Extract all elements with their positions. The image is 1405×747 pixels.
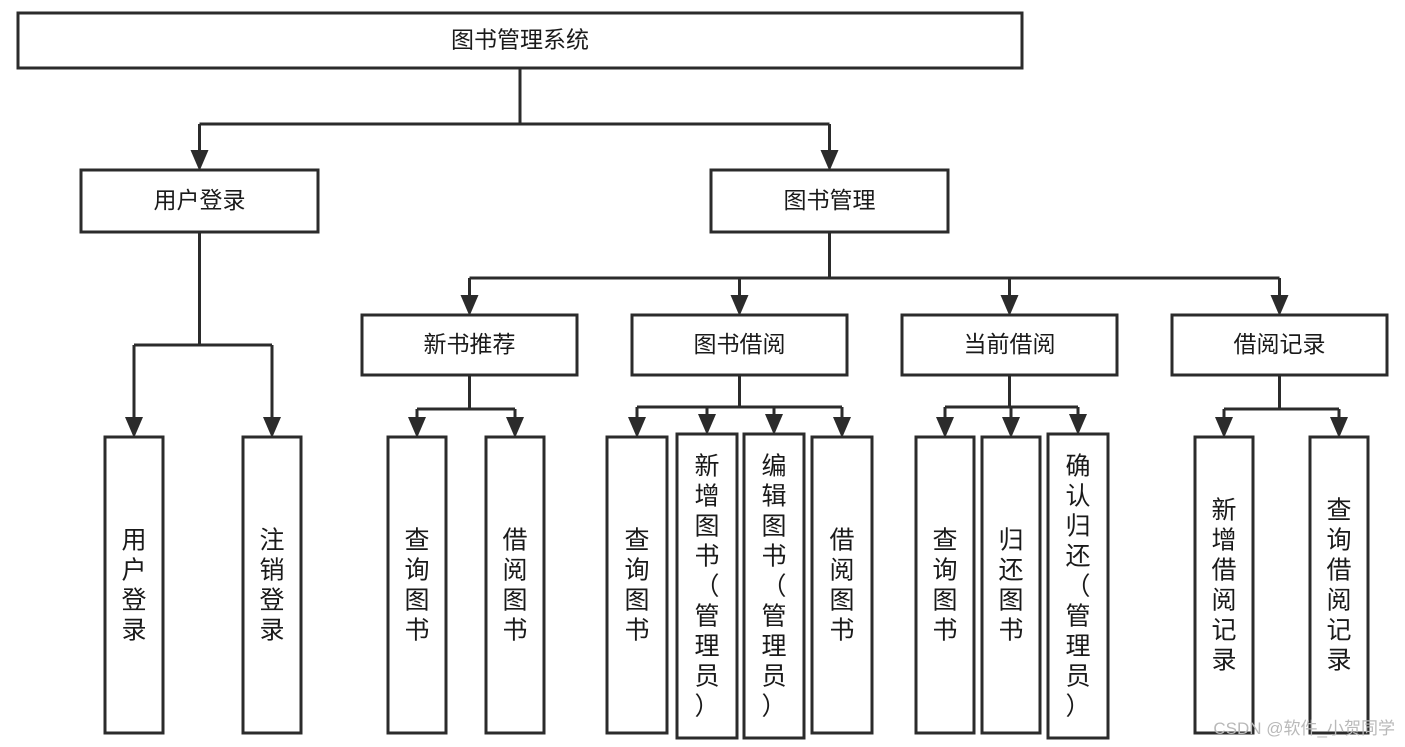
node-box	[1046, 432, 1110, 740]
node-label: 借阅记录	[1234, 331, 1326, 357]
node-box	[810, 435, 874, 735]
edge-arrowhead	[1215, 417, 1233, 438]
node-l_confirm_return[interactable]: 确认归还（管理员）	[1046, 432, 1110, 740]
node-label: 查询图书	[404, 526, 429, 644]
node-box	[1193, 435, 1255, 735]
node-l_add_record[interactable]: 新增借阅记录	[1193, 435, 1255, 735]
node-label: 图书借阅	[694, 331, 786, 357]
node-box	[914, 435, 976, 735]
node-label: 用户登录	[154, 187, 246, 213]
node-label: 查询借阅记录	[1326, 496, 1351, 674]
node-box	[742, 432, 806, 740]
node-label: 编辑图书（管理员）	[761, 452, 786, 720]
edge-arrowhead	[698, 414, 716, 435]
edge-arrowhead	[506, 417, 524, 438]
node-label: 借阅图书	[502, 526, 527, 644]
node-box	[980, 435, 1042, 735]
node-label: 注销登录	[259, 526, 284, 644]
node-l_logout[interactable]: 注销登录	[241, 435, 303, 735]
edge-arrowhead	[190, 150, 209, 171]
edges-layer	[125, 68, 1348, 438]
node-l_query_record[interactable]: 查询借阅记录	[1308, 435, 1370, 735]
node-root[interactable]: 图书管理系统	[16, 11, 1024, 70]
node-label: 新书推荐	[424, 331, 516, 357]
node-label: 图书管理	[784, 187, 876, 213]
edge-arrowhead	[936, 417, 954, 438]
node-l_return_book[interactable]: 归还图书	[980, 435, 1042, 735]
node-box	[709, 168, 950, 234]
edge-arrowhead	[820, 150, 839, 171]
node-label: 图书管理系统	[451, 27, 589, 53]
node-n_record[interactable]: 借阅记录	[1170, 313, 1389, 377]
node-l_query_book_2[interactable]: 查询图书	[605, 435, 669, 735]
node-l_query_book_1[interactable]: 查询图书	[386, 435, 448, 735]
node-label: 用户登录	[121, 526, 146, 644]
node-label: 新增借阅记录	[1211, 496, 1236, 674]
edge-arrowhead	[1002, 417, 1020, 438]
edge-arrowhead	[1000, 295, 1019, 316]
node-l_edit_book[interactable]: 编辑图书（管理员）	[742, 432, 806, 740]
edge-arrowhead	[1270, 295, 1289, 316]
node-l_user_login[interactable]: 用户登录	[103, 435, 165, 735]
node-n_new_book[interactable]: 新书推荐	[360, 313, 579, 377]
node-n_current[interactable]: 当前借阅	[900, 313, 1119, 377]
edge-arrowhead	[765, 414, 783, 435]
node-label: 归还图书	[998, 526, 1023, 644]
node-n_user_login[interactable]: 用户登录	[79, 168, 320, 234]
node-label: 新增图书（管理员）	[694, 452, 719, 720]
node-box	[241, 435, 303, 735]
edge-arrowhead	[628, 417, 646, 438]
edge-arrowhead	[263, 417, 281, 438]
edge-arrowhead	[1330, 417, 1348, 438]
node-label: 查询图书	[932, 526, 957, 644]
node-box	[103, 435, 165, 735]
node-box	[79, 168, 320, 234]
edge-arrowhead	[408, 417, 426, 438]
node-box	[605, 435, 669, 735]
node-box	[675, 432, 739, 740]
edge-arrowhead	[1069, 414, 1087, 435]
node-l_add_book[interactable]: 新增图书（管理员）	[675, 432, 739, 740]
node-n_book_mgmt[interactable]: 图书管理	[709, 168, 950, 234]
node-box	[484, 435, 546, 735]
edge-arrowhead	[833, 417, 851, 438]
nodes-layer: 图书管理系统用户登录图书管理新书推荐图书借阅当前借阅借阅记录用户登录注销登录查询…	[16, 11, 1389, 740]
node-label: 查询图书	[624, 526, 649, 644]
node-box	[630, 313, 849, 377]
node-box	[1308, 435, 1370, 735]
node-box	[386, 435, 448, 735]
node-label: 确认归还（管理员）	[1065, 452, 1090, 720]
node-box	[1170, 313, 1389, 377]
node-box	[900, 313, 1119, 377]
node-box	[360, 313, 579, 377]
node-l_query_book_3[interactable]: 查询图书	[914, 435, 976, 735]
node-label: 借阅图书	[829, 526, 854, 644]
node-label: 当前借阅	[964, 331, 1056, 357]
edge-arrowhead	[125, 417, 143, 438]
node-l_borrow_book_1[interactable]: 借阅图书	[484, 435, 546, 735]
node-l_borrow_book_2[interactable]: 借阅图书	[810, 435, 874, 735]
edge-arrowhead	[730, 295, 749, 316]
edge-arrowhead	[460, 295, 479, 316]
node-n_borrow[interactable]: 图书借阅	[630, 313, 849, 377]
node-box	[16, 11, 1024, 70]
